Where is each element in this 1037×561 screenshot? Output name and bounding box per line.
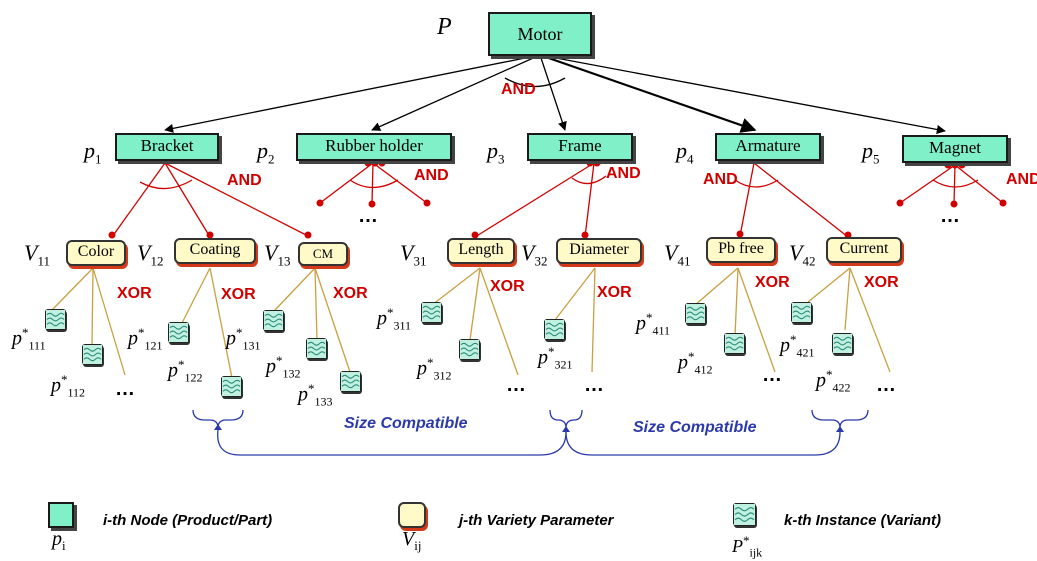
and-label-frame: AND [606, 165, 641, 182]
instance-label-133: p*133 [298, 381, 333, 409]
part-node-armature[interactable]: Armature [715, 133, 821, 161]
instance-icon-121[interactable] [168, 322, 189, 343]
instance-icon-311[interactable] [421, 302, 442, 323]
legend-param-text: j-th Variety Parameter [459, 512, 614, 529]
part-symbol-4: p4 [676, 138, 694, 167]
param-symbol-41: V41 [664, 240, 691, 269]
ellipsis-pb-free: … [762, 364, 783, 386]
xor-label-coating: XOR [221, 286, 256, 303]
param-symbol-12: V12 [137, 240, 164, 269]
legend-instance-swatch [733, 503, 756, 526]
legend-node-swatch [48, 502, 74, 528]
param-coating[interactable]: Coating [174, 238, 256, 264]
instance-label-422: p*422 [816, 367, 851, 395]
param-cm[interactable]: CM [298, 242, 348, 266]
instance-label-112: p*112 [51, 372, 86, 400]
legend-instance-symbol: P*ijk [732, 533, 763, 560]
root-arrows [164, 53, 946, 134]
part-symbol-2: p2 [257, 138, 275, 167]
instance-label-411: p*411 [636, 310, 671, 338]
instance-icon-133[interactable] [340, 371, 361, 392]
and-label-magnet: AND [1006, 171, 1037, 188]
instance-label-131: p*131 [226, 325, 261, 353]
and-label-bracket: AND [227, 172, 262, 189]
part-symbol-1: p1 [84, 138, 102, 167]
and-branches [111, 162, 1004, 238]
xor-label-pb-free: XOR [755, 274, 790, 291]
instance-label-412: p*412 [678, 349, 713, 377]
instance-icon-111[interactable] [45, 309, 66, 330]
and-label-armature: AND [703, 171, 738, 188]
size-compatible-label-1: Size Compatible [344, 415, 468, 432]
bracket-arrowheads [214, 424, 844, 432]
instance-label-121: p*121 [128, 325, 163, 353]
part-symbol-5: p5 [862, 138, 880, 167]
and-dots [108, 159, 1007, 239]
param-current[interactable]: Current [826, 237, 902, 263]
legend-param-symbol: Vij [402, 528, 422, 553]
param-symbol-13: V13 [264, 240, 291, 269]
ellipsis-current: … [876, 374, 897, 396]
xor-label-current: XOR [864, 274, 899, 291]
part-node-frame[interactable]: Frame [527, 133, 633, 161]
instance-label-132: p*132 [266, 353, 301, 381]
part-symbol-3: p3 [487, 138, 505, 167]
instance-label-311: p*311 [377, 305, 412, 333]
instance-icon-122[interactable] [221, 376, 242, 397]
xor-label-cm: XOR [333, 285, 368, 302]
instance-label-312: p*312 [417, 355, 452, 383]
instance-icon-421[interactable] [791, 302, 812, 323]
param-symbol-11: V11 [24, 240, 50, 269]
param-symbol-32: V32 [521, 240, 548, 269]
instance-label-321: p*321 [538, 344, 573, 372]
instance-icon-312[interactable] [459, 339, 480, 360]
ellipsis-magnet: … [940, 205, 961, 227]
param-pb-free[interactable]: Pb free [706, 237, 776, 263]
part-node-magnet[interactable]: Magnet [902, 135, 1008, 163]
param-symbol-42: V42 [789, 240, 816, 269]
instance-label-421: p*421 [780, 332, 815, 360]
instance-icon-131[interactable] [263, 310, 284, 331]
instance-label-111: p*111 [12, 325, 46, 353]
legend-node-text: i-th Node (Product/Part) [103, 512, 273, 529]
xor-branches [51, 267, 891, 379]
root-and-label: AND [501, 81, 536, 98]
instance-icon-412[interactable] [724, 333, 745, 354]
instance-icon-112[interactable] [82, 344, 103, 365]
size-compatible-label-2: Size Compatible [633, 419, 757, 436]
legend-param-swatch [398, 502, 426, 528]
root-node-motor[interactable]: Motor [488, 12, 592, 56]
xor-label-diameter: XOR [597, 284, 632, 301]
param-symbol-31: V31 [400, 240, 427, 269]
param-length[interactable]: Length [447, 238, 515, 264]
size-compatible-brackets [192, 409, 869, 456]
xor-label-color: XOR [117, 285, 152, 302]
ellipsis-length: … [506, 374, 527, 396]
and-label-rubber-holder: AND [414, 167, 449, 184]
instance-icon-132[interactable] [306, 338, 327, 359]
ellipsis-color: … [115, 378, 136, 400]
legend-instance-text: k-th Instance (Variant) [784, 512, 941, 529]
part-node-rubber-holder[interactable]: Rubber holder [296, 133, 452, 161]
legend-node-symbol: pi [52, 528, 66, 553]
instance-icon-411[interactable] [685, 303, 706, 324]
param-diameter[interactable]: Diameter [556, 238, 642, 264]
instance-icon-321[interactable] [544, 319, 565, 340]
ellipsis-diameter: … [584, 374, 605, 396]
root-symbol: P [437, 14, 452, 40]
param-color[interactable]: Color [66, 240, 126, 266]
instance-label-122: p*122 [168, 357, 203, 385]
ellipsis-rubber-holder: … [358, 205, 379, 227]
xor-label-length: XOR [490, 278, 525, 295]
instance-icon-422[interactable] [832, 333, 853, 354]
part-node-bracket[interactable]: Bracket [115, 133, 219, 161]
